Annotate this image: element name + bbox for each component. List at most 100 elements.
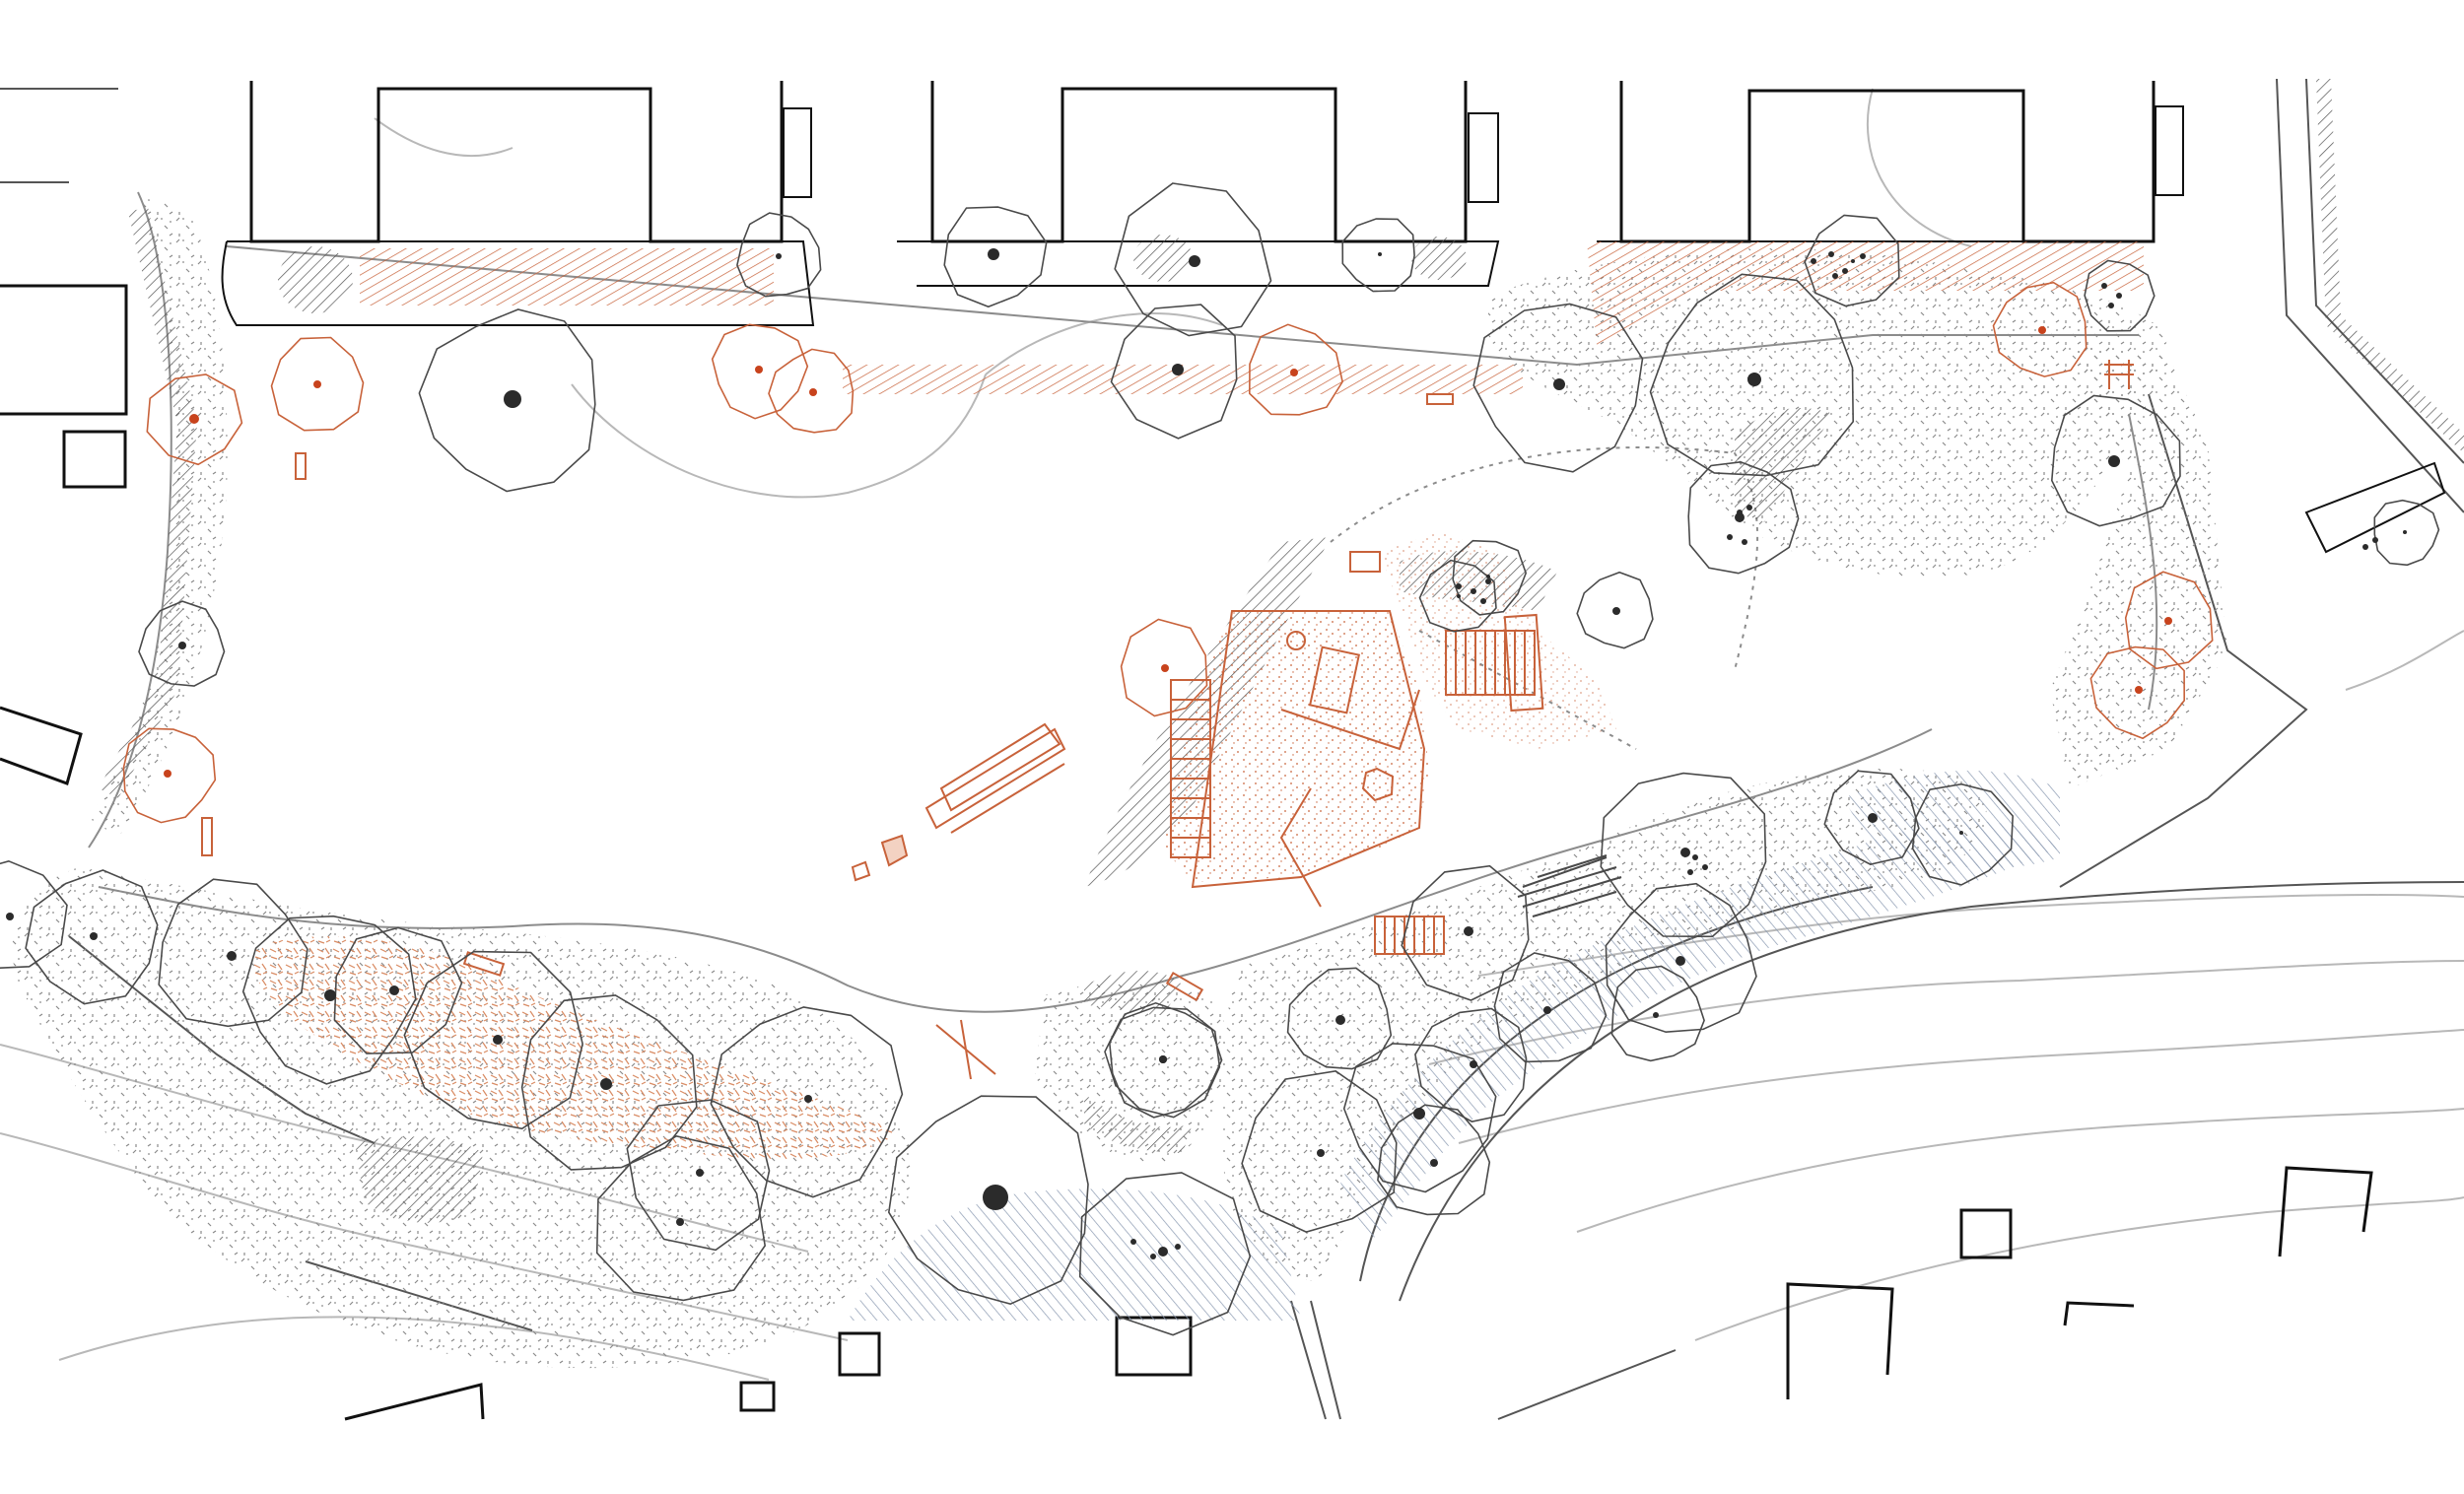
shrub-stem-icon	[1692, 854, 1698, 860]
tree-canopy-icon	[1911, 782, 2015, 886]
tree-canopy-icon	[1823, 770, 1920, 865]
tree-canopy-icon	[1414, 1007, 1528, 1122]
play-area	[201, 360, 2134, 1080]
shrub-stem-icon	[2101, 283, 2107, 289]
tree-trunk-icon	[1161, 664, 1169, 672]
tree-canopy-icon	[626, 1099, 771, 1252]
tree-trunk-icon	[1317, 1149, 1325, 1157]
building-south-east-1	[1786, 1282, 1894, 1399]
tree-trunk-icon	[1851, 259, 1855, 263]
shrub-stem-icon	[1480, 598, 1486, 604]
tree-canopy-icon	[1110, 304, 1238, 440]
tree-trunks	[6, 248, 2407, 1259]
tree-canopy-icon	[1248, 323, 1343, 416]
tree-trunk-icon	[1457, 594, 1461, 598]
tree-canopy-icon	[1576, 571, 1654, 649]
tree-trunk-icon	[504, 390, 521, 408]
tree-trunk-icon	[804, 1095, 812, 1103]
balance-beams	[924, 722, 1066, 834]
tree-canopy-icon	[520, 994, 698, 1171]
tree-canopy-icon	[1078, 1172, 1252, 1336]
building-north-3	[1619, 81, 2156, 243]
tree-canopy-icon	[1992, 281, 2088, 377]
tree-trunk-icon	[2135, 686, 2143, 694]
shrub-stem-icon	[1175, 1244, 1181, 1250]
tree-trunk-icon	[1735, 512, 1745, 522]
tree-trunk-icon	[2108, 455, 2120, 467]
tree-trunk-icon	[324, 989, 336, 1001]
building-west	[0, 284, 128, 416]
tree-trunk-icon	[2038, 326, 2046, 334]
tree-trunk-icon	[755, 366, 763, 374]
woodchip-area	[252, 936, 897, 1159]
tree-trunk-icon	[1464, 926, 1473, 936]
building-south-east-2	[2278, 1166, 2373, 1257]
shrub-stem-icon	[1737, 509, 1743, 515]
tree-trunk-icon	[2403, 530, 2407, 534]
tree-trunk-icon	[1612, 607, 1620, 615]
shrub-stem-icon	[2362, 544, 2368, 550]
tree-canopy-icon	[1286, 967, 1393, 1070]
shrub-stem-icon	[1471, 588, 1476, 594]
tree-canopy-icon	[122, 727, 217, 824]
tree-trunk-icon	[1189, 255, 1200, 267]
tree-trunk-icon	[988, 248, 999, 260]
shrub-stem-icon	[2108, 303, 2114, 308]
tree-trunk-icon	[1378, 252, 1382, 256]
tree-canopy-icon	[1377, 1104, 1491, 1216]
tree-canopy-icon	[1104, 1006, 1221, 1119]
tree-canopy-icon	[2084, 259, 2156, 332]
tree-trunk-icon	[1486, 575, 1490, 578]
tree-trunk-icon	[1335, 1015, 1345, 1025]
tree-trunk-icon	[493, 1035, 503, 1045]
tree-canopy-icon	[1649, 273, 1855, 477]
tree-canopy-icon	[1600, 772, 1767, 938]
tree-trunk-icon	[1159, 1055, 1167, 1063]
tree-trunk-icon	[809, 388, 817, 396]
tree-canopy-icon	[25, 869, 159, 1005]
tree-canopy-icon	[1452, 539, 1528, 616]
tree-trunk-icon	[1680, 848, 1690, 857]
tree-canopy-icon	[768, 348, 855, 434]
shed-west	[62, 430, 127, 489]
log-pile	[1517, 854, 1622, 917]
tree-trunk-icon	[1290, 369, 1298, 376]
tree-canopy-icon	[1610, 965, 1705, 1062]
play-structure-icon	[1361, 767, 1395, 802]
tree-canopy-icon	[1401, 864, 1530, 1001]
tree-trunk-icon	[1413, 1108, 1425, 1120]
tree-trunk-icon	[1868, 813, 1878, 823]
tree-trunk-icon	[90, 932, 98, 940]
tree-trunk-icon	[600, 1078, 612, 1090]
tree-canopy-icon	[158, 878, 308, 1028]
tree-canopy-icon	[1804, 214, 1900, 307]
tree-canopy-icon	[2089, 645, 2186, 740]
tree-trunk-icon	[1959, 831, 1963, 835]
tree-canopy-icon	[333, 926, 463, 1054]
shrub-stem-icon	[1687, 869, 1693, 875]
tree-canopies	[0, 182, 2440, 1336]
shrub-stem-icon	[1150, 1254, 1156, 1259]
tree-trunk-icon	[1158, 1247, 1168, 1256]
shrub-stem-icon	[1702, 864, 1708, 870]
tree-trunk-icon	[1172, 364, 1184, 375]
tree-trunk-icon	[189, 414, 199, 424]
tree-trunk-icon	[178, 642, 186, 649]
tree-canopy-icon	[1605, 882, 1757, 1034]
bench-icon	[1445, 613, 1544, 713]
tree-trunk-icon	[1430, 1159, 1438, 1167]
tree-trunk-icon	[1543, 1006, 1551, 1014]
shrub-stem-icon	[1456, 583, 1462, 589]
shrub-stem-icon	[2372, 537, 2378, 543]
tree-canopy-icon	[241, 915, 417, 1085]
tree-canopy-icon	[418, 308, 596, 493]
shrub-stem-icon	[1742, 539, 1747, 545]
shrub-stem-icon	[1828, 251, 1834, 257]
tree-trunk-icon	[1653, 1012, 1659, 1018]
tree-canopy-icon	[1114, 182, 1272, 337]
tree-canopy-icon	[2373, 499, 2440, 567]
tree-canopy-icon	[1341, 218, 1415, 293]
hedge-strip-north-1	[360, 248, 774, 306]
